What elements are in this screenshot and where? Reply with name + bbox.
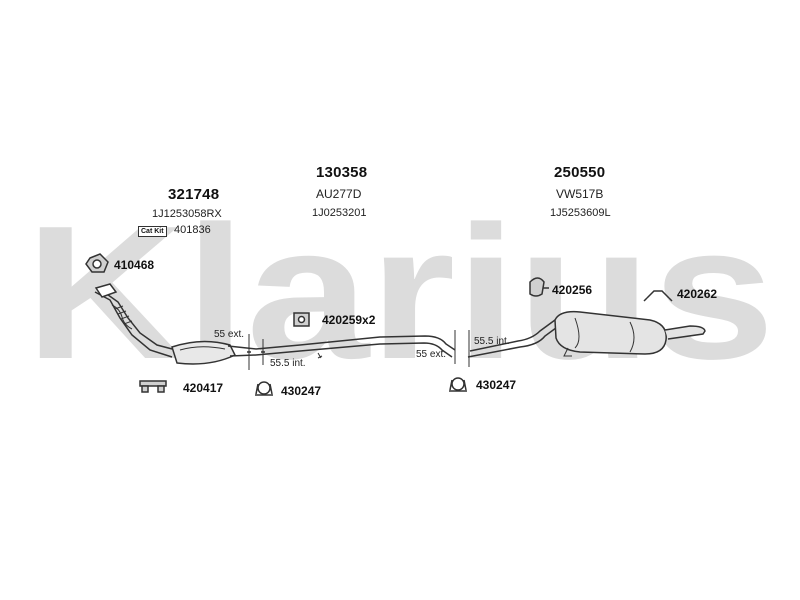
gasket-icon bbox=[85, 253, 109, 273]
middle-pipe bbox=[255, 335, 456, 359]
part-label-front-bracket: 420417 bbox=[183, 381, 224, 395]
part-label-mid-hanger: 420259x2 bbox=[322, 313, 376, 327]
dimension-front-ext: 55 ext. bbox=[214, 329, 245, 340]
bracket-icon bbox=[139, 380, 167, 393]
part-label-rear-clamp: 430247 bbox=[476, 378, 517, 392]
rear-pipe bbox=[467, 319, 561, 358]
cat-kit-number: 401836 bbox=[174, 224, 211, 236]
group-number-321748: 321748 bbox=[168, 186, 220, 203]
front-downpipe bbox=[94, 283, 177, 358]
joint-front-slip bbox=[247, 334, 265, 370]
group-ref-130358: 1J0253201 bbox=[312, 207, 367, 219]
clamp-icon bbox=[255, 381, 273, 396]
part-label-gasket: 410468 bbox=[114, 258, 155, 272]
part-label-front-clamp: 430247 bbox=[281, 384, 322, 398]
brand-watermark: Klarius bbox=[25, 187, 775, 399]
dimension-rear-int: 55.5 int. bbox=[474, 336, 510, 347]
group-code-130358: AU277D bbox=[316, 187, 362, 201]
group-number-130358: 130358 bbox=[316, 164, 368, 181]
rubber-mount-icon bbox=[529, 277, 549, 297]
clamp-icon-rear bbox=[449, 377, 467, 392]
catalytic-converter bbox=[171, 340, 257, 365]
group-ref-250550: 1J5253609L bbox=[550, 207, 611, 219]
dimension-front-int: 55.5 int. bbox=[270, 358, 306, 369]
part-label-rear-hanger: 420262 bbox=[677, 287, 718, 301]
group-ref-321748: 1J1253058RX bbox=[152, 208, 222, 220]
part-label-rear-rubber: 420256 bbox=[552, 283, 593, 297]
dimension-rear-ext: 55 ext. bbox=[416, 349, 447, 360]
group-number-250550: 250550 bbox=[554, 164, 606, 181]
hanger-hook-icon bbox=[643, 290, 673, 302]
rubber-hanger-icon bbox=[293, 312, 310, 327]
rear-silencer bbox=[554, 310, 706, 357]
cat-kit-badge-icon: Cat Kit bbox=[138, 226, 167, 237]
joint-rear-slip bbox=[454, 330, 470, 367]
group-code-250550: VW517B bbox=[556, 187, 604, 201]
